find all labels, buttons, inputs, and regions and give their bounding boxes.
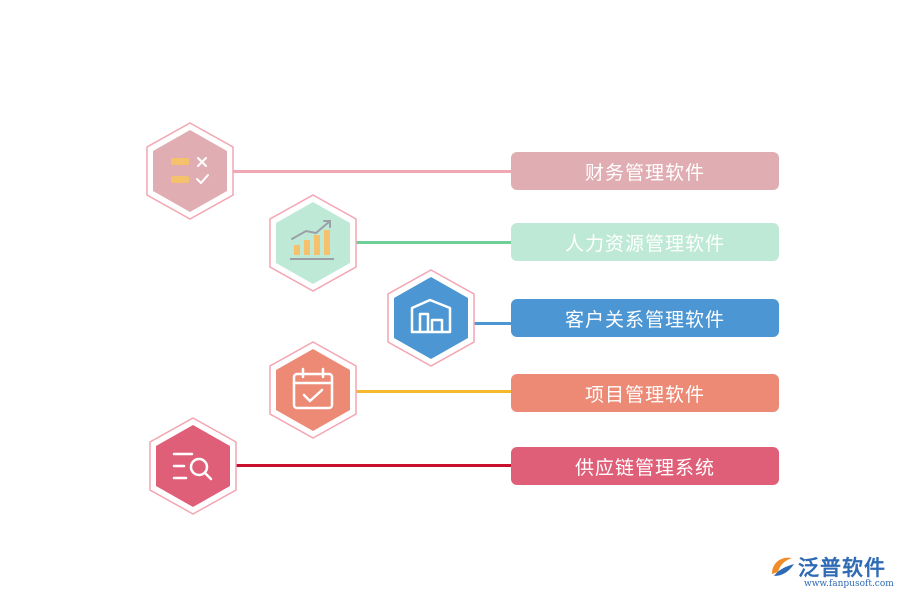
connector-line	[230, 170, 511, 173]
brand-logo: 泛普软件 www.fanpusoft.com	[768, 552, 894, 592]
checklist-icon	[171, 157, 209, 184]
search-list-icon	[172, 452, 213, 481]
logo-mark-icon	[772, 557, 794, 576]
connector-line	[470, 322, 511, 325]
label-finance: 财务管理软件	[511, 152, 779, 190]
hexagon-badge	[386, 268, 476, 368]
label-project: 项目管理软件	[511, 374, 779, 412]
connector-line	[352, 390, 511, 393]
bar-chart-icon	[290, 220, 334, 260]
connector-line	[232, 464, 511, 467]
connector-line	[352, 241, 511, 244]
hexagon-badge	[148, 416, 238, 516]
building-icon	[410, 298, 452, 334]
hexagon-badge	[268, 193, 358, 293]
calendar-check-icon	[292, 367, 334, 410]
hexagon-badge	[145, 121, 235, 221]
logo-url: www.fanpusoft.com	[804, 579, 894, 589]
label-supply-chain: 供应链管理系统	[511, 447, 779, 485]
logo-name: 泛普软件	[798, 556, 886, 580]
label-crm: 客户关系管理软件	[511, 299, 779, 337]
label-hr: 人力资源管理软件	[511, 223, 779, 261]
hexagon-badge	[268, 340, 358, 440]
